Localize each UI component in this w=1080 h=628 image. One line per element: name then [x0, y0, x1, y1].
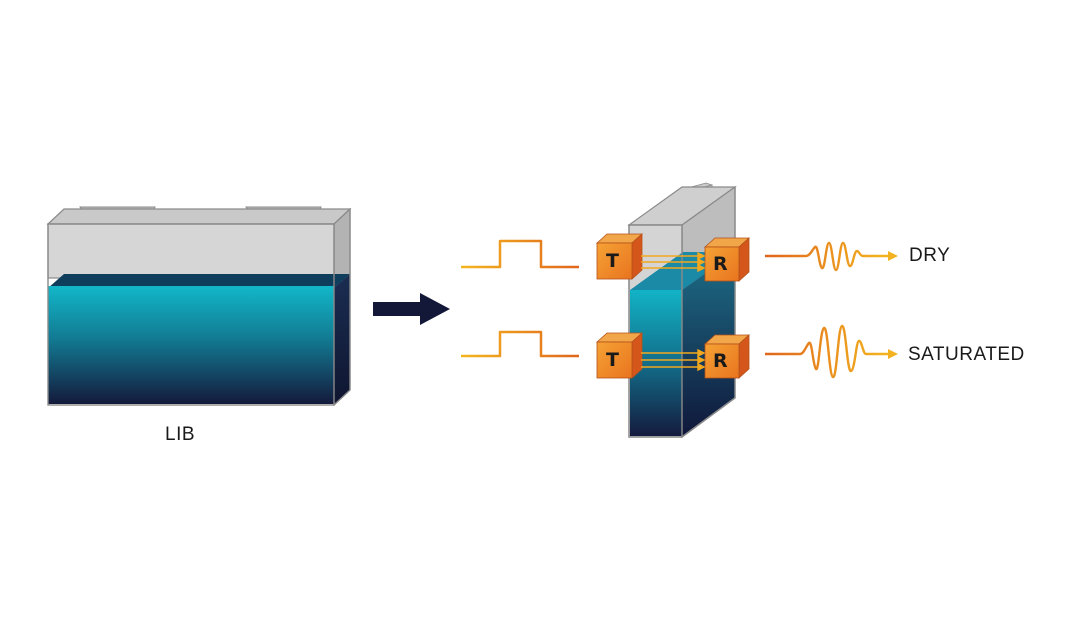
lib-electrolyte: [48, 274, 350, 404]
saturated-output-wave: [765, 324, 890, 379]
saturated-receiver: [703, 334, 751, 379]
saturated-channel: [461, 324, 898, 379]
dry-transmitter-letter: T: [606, 250, 620, 272]
side-view-battery: [627, 182, 737, 439]
dry-receiver: [703, 237, 751, 282]
saturated-label: SATURATED: [908, 344, 1025, 365]
saturated-beam-arrows: [641, 348, 706, 372]
dry-input-pulse: [461, 239, 579, 269]
lib-battery: [46, 206, 352, 407]
saturated-transmitter: [595, 332, 644, 379]
dry-label: DRY: [909, 245, 951, 266]
transition-arrow: [373, 293, 450, 325]
saturated-output-arrowhead: [888, 349, 898, 359]
saturated-receiver-letter: R: [713, 350, 729, 372]
lib-label: LIB: [165, 424, 196, 445]
dry-beam-arrows: [641, 251, 706, 273]
dry-transmitter: [595, 233, 644, 280]
saturated-transmitter-letter: T: [606, 349, 620, 371]
dry-receiver-letter: R: [713, 253, 729, 275]
dry-output-arrowhead: [888, 251, 898, 261]
saturated-input-pulse: [461, 330, 579, 358]
dry-channel: [461, 233, 898, 282]
dry-output-wave: [765, 241, 890, 272]
